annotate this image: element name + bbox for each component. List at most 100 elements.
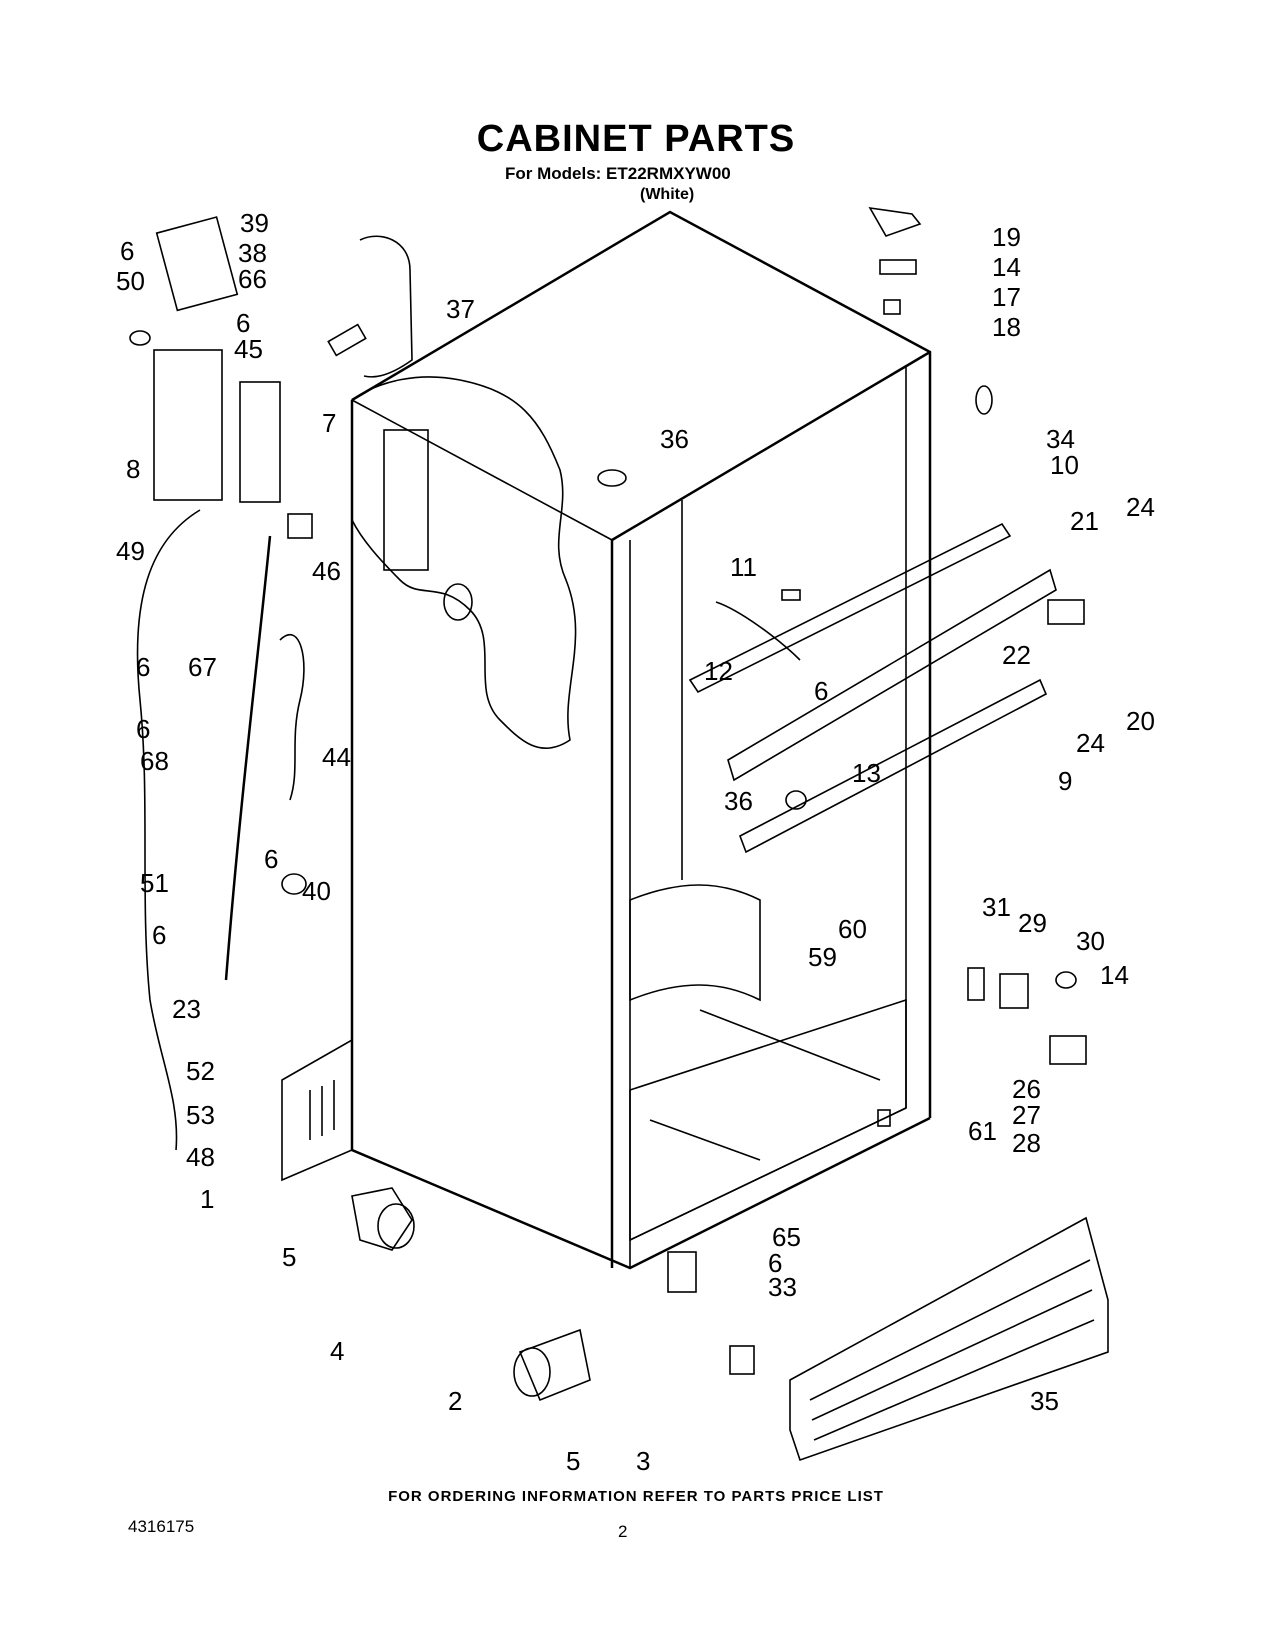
- plug-50: [129, 330, 151, 346]
- cabinet-front-top: [611, 350, 931, 542]
- callout-label: 17: [992, 282, 1021, 312]
- callout-label: 26: [1012, 1074, 1041, 1104]
- light-housing-49: [153, 349, 223, 501]
- callout-label: 8: [126, 454, 140, 484]
- cabinet-top-edge: [351, 210, 932, 1118]
- callout-label: 68: [140, 746, 169, 776]
- callout-label: 65: [772, 1222, 801, 1252]
- hinge-17: [879, 259, 917, 275]
- callout-label: 14: [992, 252, 1021, 282]
- hinge-cap-19: [868, 206, 922, 237]
- callout-label: 27: [1012, 1100, 1041, 1130]
- callout-label: 52: [186, 1056, 215, 1086]
- power-cord-44: [279, 633, 305, 801]
- clip-11: [781, 589, 801, 601]
- callout-label: 36: [660, 424, 689, 454]
- callout-label: 67: [188, 652, 217, 682]
- shim-31: [967, 967, 985, 1001]
- harness-23: [136, 509, 201, 1151]
- callout-label: 6: [768, 1248, 782, 1278]
- callout-label: 35: [1030, 1386, 1059, 1416]
- callout-label: 7: [322, 408, 336, 438]
- torn-liner: [351, 376, 577, 750]
- bottom-parts: [351, 1187, 1109, 1462]
- plug-34: [975, 385, 993, 415]
- callout-label: 34: [1046, 424, 1075, 454]
- callout-label: 33: [768, 1272, 797, 1302]
- cabinet-floor: [629, 998, 907, 1242]
- callout-label: 10: [1050, 450, 1079, 480]
- ordering-note: FOR ORDERING INFORMATION REFER TO PARTS …: [388, 1488, 884, 1505]
- callout-label: 6: [120, 236, 134, 266]
- callout-label: 1: [200, 1184, 214, 1214]
- right-parts: [597, 206, 1087, 1127]
- callout-label: 44: [322, 742, 351, 772]
- bracket-45: [327, 323, 367, 357]
- callout-label: 49: [116, 536, 145, 566]
- callout-label: 12: [704, 656, 733, 686]
- control-panel-39: [155, 216, 239, 312]
- clip-40: [281, 873, 307, 895]
- callout-label: 60: [838, 914, 867, 944]
- rail-13: [727, 568, 1057, 782]
- cabinet-outer-edges: [350, 400, 931, 1270]
- cabinet-drawing: [281, 210, 932, 1270]
- callout-label: 24: [1076, 728, 1105, 758]
- document-number: 4316175: [128, 1517, 195, 1536]
- callout-label: 61: [968, 1116, 997, 1146]
- callout-label: 28: [1012, 1128, 1041, 1158]
- clip-12-rod: [715, 601, 801, 661]
- page-number: 2: [618, 1522, 628, 1541]
- callout-label: 51: [140, 868, 169, 898]
- callout-label: 23: [172, 994, 201, 1024]
- callout-label: 48: [186, 1142, 215, 1172]
- left-parts: [129, 216, 413, 1151]
- callout-label: 46: [312, 556, 341, 586]
- clip-61: [877, 1109, 891, 1127]
- callout-label: 6: [136, 652, 150, 682]
- callout-label: 13: [852, 758, 881, 788]
- callout-label: 22: [1002, 640, 1031, 670]
- roller-4: [351, 1187, 413, 1251]
- callout-label: 6: [814, 676, 828, 706]
- callout-label: 6: [236, 308, 250, 338]
- callout-label: 4: [330, 1336, 344, 1366]
- callout-label: 36: [724, 786, 753, 816]
- callout-label: 5: [282, 1242, 296, 1272]
- spacer-29: [999, 973, 1029, 1009]
- washer-30: [1055, 971, 1077, 989]
- liner-grommet: [443, 583, 473, 621]
- plug-36: [597, 469, 627, 487]
- tube-51: [224, 535, 272, 981]
- evaporator-cover: [629, 884, 761, 1002]
- page-title: CABINET PARTS: [476, 118, 796, 160]
- switch-46: [287, 513, 313, 539]
- gasket-7: [239, 381, 281, 503]
- callout-label: 5: [566, 1446, 580, 1476]
- callout-label: 3: [636, 1446, 650, 1476]
- callout-label: 30: [1076, 926, 1105, 956]
- compressor-cover: [281, 1038, 353, 1182]
- callout-label: 14: [1100, 960, 1129, 990]
- clip-33: [729, 1345, 755, 1375]
- model-line: For Models: ET22RMXYW00: [505, 164, 731, 183]
- callout-label: 2: [448, 1386, 462, 1416]
- color-note: (White): [640, 186, 695, 203]
- rail-9: [739, 678, 1048, 854]
- callout-label: 39: [240, 208, 269, 238]
- callout-label: 21: [1070, 506, 1099, 536]
- callout-label: 31: [982, 892, 1011, 922]
- hinge-21: [1047, 599, 1085, 625]
- callout-label: 53: [186, 1100, 215, 1130]
- callout-label: 20: [1126, 706, 1155, 736]
- hinge-26: [1049, 1035, 1087, 1065]
- callout-label: 18: [992, 312, 1021, 342]
- callout-label: 11: [730, 552, 757, 582]
- shim-18: [883, 299, 901, 315]
- callout-label: 45: [234, 334, 263, 364]
- bracket-65: [667, 1251, 697, 1293]
- callout-label: 9: [1058, 766, 1072, 796]
- callout-label: 66: [238, 264, 267, 294]
- plug-36b: [785, 790, 807, 810]
